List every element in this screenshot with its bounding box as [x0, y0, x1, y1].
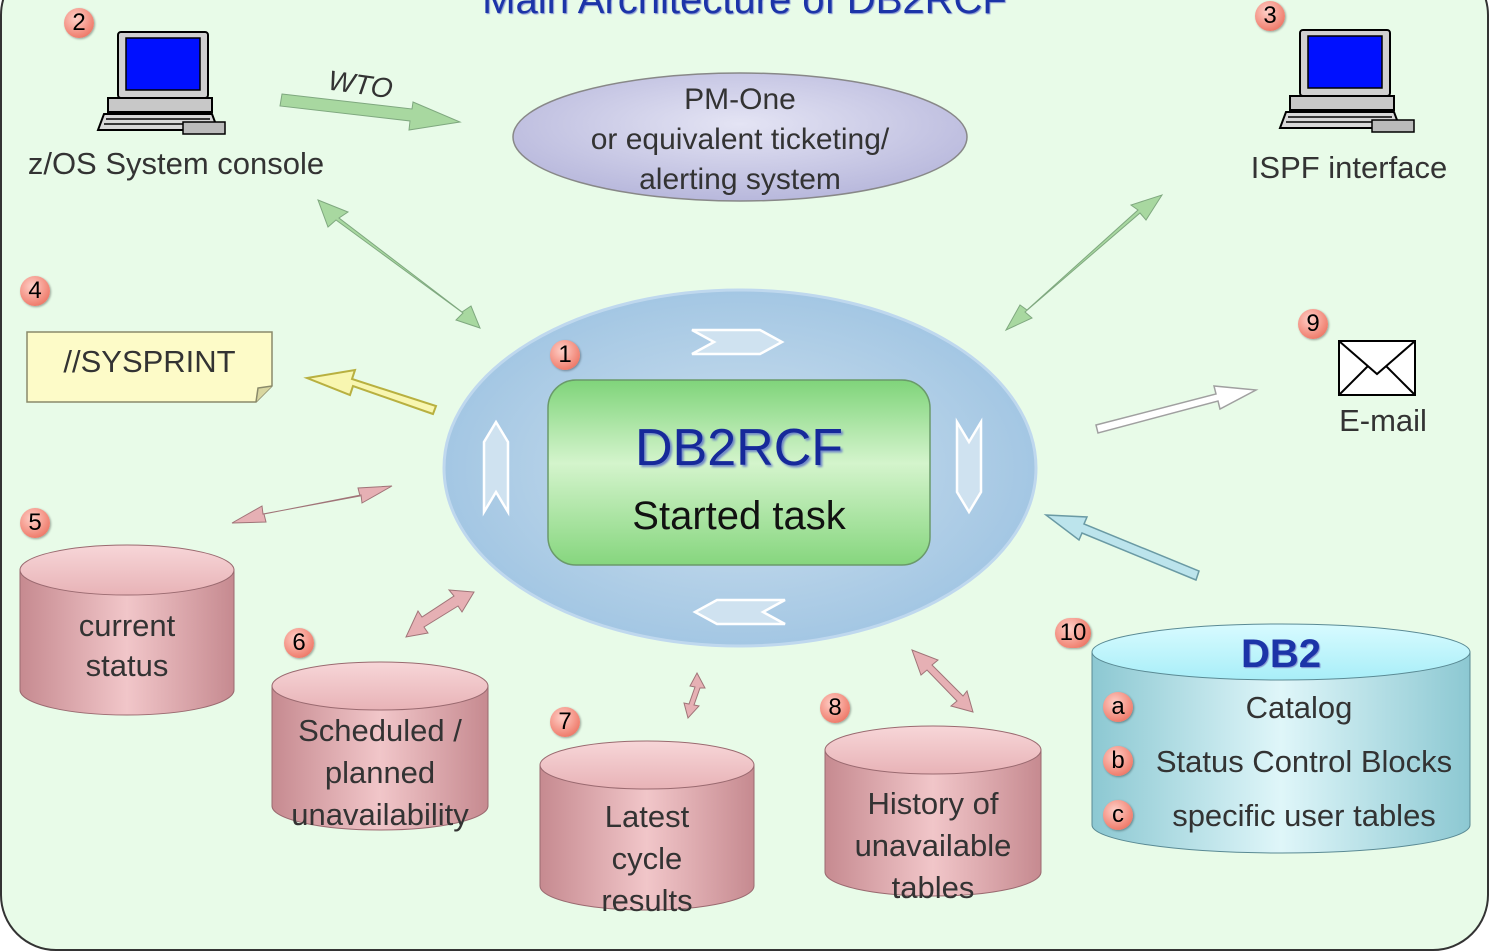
core-subtitle: Started task — [632, 494, 846, 538]
ticketing-line-3: alerting system — [639, 163, 841, 196]
db2-item-a-label: Catalog — [1245, 690, 1353, 725]
diagram-title: Main Architecture of DB2RCF — [482, 0, 1007, 22]
latest-line-2: cycle — [611, 841, 683, 876]
arrow-sysprint — [303, 368, 438, 416]
core-box — [547, 379, 931, 566]
cycle-chevron-top — [691, 328, 785, 356]
badge-8: 8 — [820, 693, 850, 723]
arrow-scheduled — [405, 589, 475, 638]
scheduled-line-3: unavailability — [291, 797, 469, 832]
ispf-computer-icon — [1278, 29, 1415, 133]
console-label: z/OS System console — [27, 146, 325, 181]
ticketing-label: PM-One or equivalent ticketing/ alerting… — [513, 80, 967, 200]
arrow-current-status — [231, 485, 393, 524]
arrow-console-core — [317, 199, 481, 329]
arrow-db2 — [1043, 514, 1200, 581]
cylinder-history — [824, 725, 1042, 897]
cycle-chevron-bottom — [692, 598, 786, 626]
badge-9: 9 — [1298, 309, 1328, 339]
scheduled-line-1: Scheduled / — [298, 713, 462, 748]
sysprint-note-fold — [255, 385, 273, 403]
history-line-2: unavailable — [854, 828, 1012, 863]
core-name: DB2RCF — [634, 419, 844, 477]
sysprint-label: //SYSPRINT — [63, 344, 236, 379]
db2-item-b-label: Status Control Blocks — [1155, 744, 1453, 779]
cylinder-db2 — [1091, 623, 1471, 854]
scheduled-label: Scheduled / planned unavailability — [272, 710, 488, 836]
ticketing-line-1: PM-One — [684, 83, 796, 116]
db2-item-a-badge: a — [1103, 692, 1133, 722]
db2-item-c-label: specific user tables — [1172, 798, 1436, 833]
cycle-chevron-right — [955, 417, 983, 515]
db2-title: DB2 — [1240, 632, 1322, 676]
current-status-line-2: status — [85, 648, 169, 683]
ticketing-line-2: or equivalent ticketing/ — [590, 123, 890, 156]
badge-2: 2 — [64, 8, 94, 38]
latest-line-1: Latest — [604, 799, 690, 834]
ispf-label: ISPF interface — [1250, 150, 1448, 185]
cylinder-latest — [539, 740, 755, 911]
arrow-history — [911, 649, 974, 713]
db2-item-b-badge: b — [1103, 746, 1133, 776]
arrow-wto — [279, 93, 462, 131]
arrow-email — [1095, 385, 1259, 434]
ticketing-ellipse — [512, 72, 968, 202]
arrow-latest — [683, 671, 706, 720]
badge-10: 10 — [1055, 618, 1091, 648]
envelope-icon — [1338, 340, 1416, 396]
history-line-3: tables — [891, 870, 975, 905]
badge-1: 1 — [550, 340, 580, 370]
console-computer-icon — [96, 31, 226, 135]
cylinder-scheduled — [271, 661, 489, 831]
scheduled-line-2: planned — [324, 755, 436, 790]
history-line-1: History of — [867, 786, 999, 821]
badge-4: 4 — [20, 276, 50, 306]
badge-5: 5 — [20, 508, 50, 538]
email-label: E-mail — [1339, 403, 1427, 438]
db2-item-c-badge: c — [1103, 800, 1133, 830]
cycle-chevron-left — [482, 419, 510, 517]
badge-3: 3 — [1255, 1, 1285, 31]
current-status-label: current status — [20, 606, 234, 686]
latest-label: Latest cycle results — [540, 796, 754, 922]
cylinder-current-status — [19, 544, 235, 716]
badge-7: 7 — [550, 707, 580, 737]
current-status-line-1: current — [78, 608, 176, 643]
latest-line-3: results — [601, 883, 693, 918]
arrow-ispf-core — [1004, 194, 1164, 332]
history-label: History of unavailable tables — [825, 783, 1041, 909]
badge-6: 6 — [284, 628, 314, 658]
